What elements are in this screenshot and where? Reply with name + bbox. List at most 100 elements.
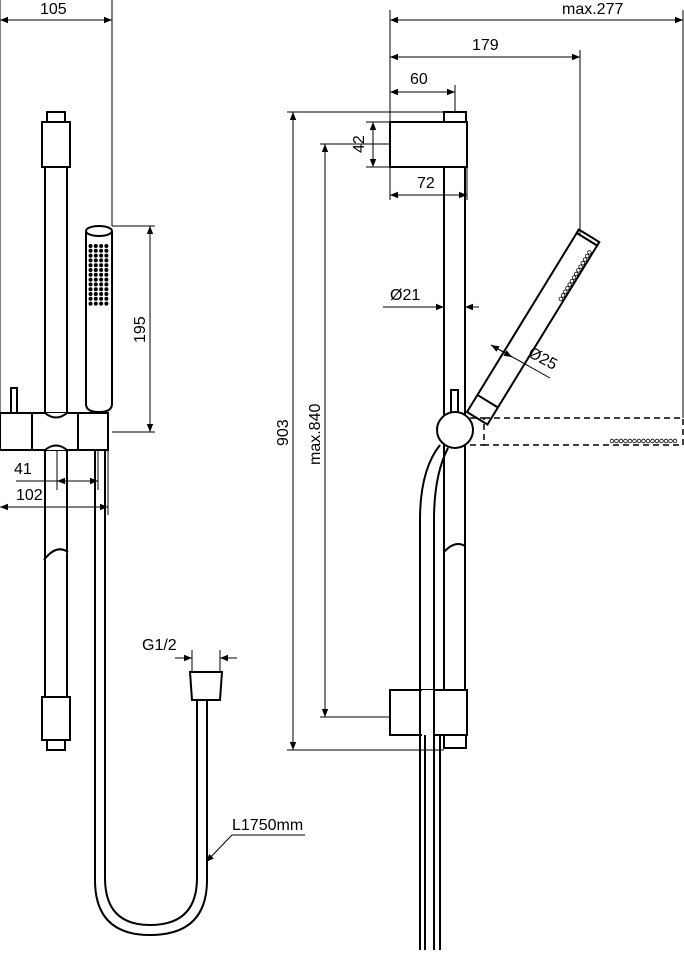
nozzle-icon — [636, 438, 642, 444]
dim-72: 72 — [389, 167, 468, 200]
nozzle-icon — [104, 272, 109, 277]
nozzle-icon — [632, 438, 637, 444]
nozzle-icon — [99, 248, 104, 253]
dim-label: Ø25 — [525, 345, 560, 374]
hose-connector — [188, 671, 224, 701]
nozzle-icon — [104, 248, 109, 253]
nozzle-icon — [574, 271, 579, 277]
nozzle-icon — [93, 263, 98, 268]
dim-label: 179 — [472, 37, 499, 54]
slider-knob — [436, 389, 474, 449]
nozzle-icon — [93, 282, 98, 287]
nozzle-icon — [104, 301, 109, 306]
nozzle-icon — [104, 258, 109, 263]
nozzle-icon — [88, 263, 93, 268]
hose — [94, 450, 224, 937]
rail — [41, 111, 71, 751]
dim-label: 72 — [417, 175, 435, 192]
nozzle-icon — [88, 258, 93, 263]
nozzle-icon — [99, 253, 104, 258]
nozzle-icon — [672, 438, 678, 444]
nozzle-icon — [99, 258, 104, 263]
dim-label: 903 — [275, 419, 292, 446]
nozzle-icon — [99, 263, 104, 268]
nozzle-icon — [99, 267, 104, 272]
nozzle-icon — [99, 243, 104, 248]
nozzle-icon — [99, 272, 104, 277]
nozzle-icon — [99, 287, 104, 292]
nozzle-icon — [93, 253, 98, 258]
nozzle-icon — [609, 438, 615, 444]
nozzle-icon — [645, 438, 651, 444]
nozzle-icon — [93, 248, 98, 253]
nozzle-icon — [88, 282, 93, 287]
nozzle-icon — [88, 253, 93, 258]
front-view: 105 195 41 102 G1/2 — [0, 0, 305, 937]
nozzle-icon — [565, 286, 570, 291]
dim-179: 179 — [390, 37, 581, 235]
hose — [419, 444, 449, 950]
nozzle-icon — [99, 296, 104, 301]
nozzle-icon — [88, 248, 93, 253]
dim-105: 105 — [0, 0, 113, 413]
nozzle-icon — [88, 267, 93, 272]
nozzle-icon — [104, 243, 109, 248]
dim-label: G1/2 — [142, 637, 177, 654]
nozzle-icon — [104, 287, 109, 292]
nozzle-icon — [93, 243, 98, 248]
nozzle-icon — [88, 277, 93, 282]
nozzle-icon — [99, 301, 104, 306]
dim-label: max.277 — [562, 1, 623, 18]
nozzle-icon — [623, 438, 628, 444]
slider — [0, 387, 109, 451]
nozzle-icon — [88, 301, 93, 306]
dim-60: 60 — [390, 71, 456, 112]
nozzle-icon — [93, 267, 98, 272]
dim-label: 60 — [410, 71, 428, 88]
dim-max277: max.277 — [389, 1, 684, 418]
nozzle-icon — [618, 438, 624, 444]
nozzle-icon — [93, 291, 98, 296]
nozzle-icon — [104, 253, 109, 258]
nozzle-icon — [104, 263, 109, 268]
dim-hose-length: L1750mm — [205, 817, 305, 863]
nozzle-icon — [563, 289, 568, 295]
nozzle-icon — [104, 296, 109, 301]
dim-max840: max.840 — [307, 143, 390, 718]
wall-bracket-top — [389, 121, 468, 168]
nozzle-icon — [576, 268, 581, 273]
hand-shower — [465, 228, 601, 426]
dim-g12: G1/2 — [142, 637, 237, 672]
nozzle-icon — [585, 253, 590, 259]
nozzle-icon — [93, 296, 98, 301]
nozzle-icon — [99, 291, 104, 296]
nozzle-icon — [104, 267, 109, 272]
dim-903: 903 — [275, 111, 444, 751]
dim-label: 41 — [14, 461, 32, 478]
dim-label: 195 — [132, 316, 149, 343]
dim-195: 195 — [112, 225, 155, 433]
nozzle-icon — [99, 282, 104, 287]
nozzle-icon — [654, 438, 660, 444]
nozzle-icon — [668, 438, 673, 444]
nozzle-icon — [88, 296, 93, 301]
nozzle-icon — [93, 258, 98, 263]
dim-41: 41 — [14, 450, 99, 490]
nozzle-icon — [580, 260, 586, 266]
nozzle-icon — [567, 282, 572, 287]
nozzle-icon — [104, 291, 109, 296]
hand-shower-horizontal-position — [470, 417, 684, 446]
nozzle-icon — [571, 275, 577, 280]
hand-shower — [85, 225, 113, 414]
nozzle-icon — [587, 250, 592, 255]
dim-label: 105 — [40, 1, 67, 18]
nozzle-icon — [93, 301, 98, 306]
nozzle-icon — [614, 438, 619, 444]
nozzle-icon — [558, 296, 564, 302]
nozzle-icon — [104, 282, 109, 287]
nozzle-icon — [93, 272, 98, 277]
dim-label: Ø21 — [390, 287, 420, 304]
nozzle-icon — [88, 287, 93, 292]
side-view: max.277 179 60 42 72 Ø21 — [275, 1, 684, 950]
